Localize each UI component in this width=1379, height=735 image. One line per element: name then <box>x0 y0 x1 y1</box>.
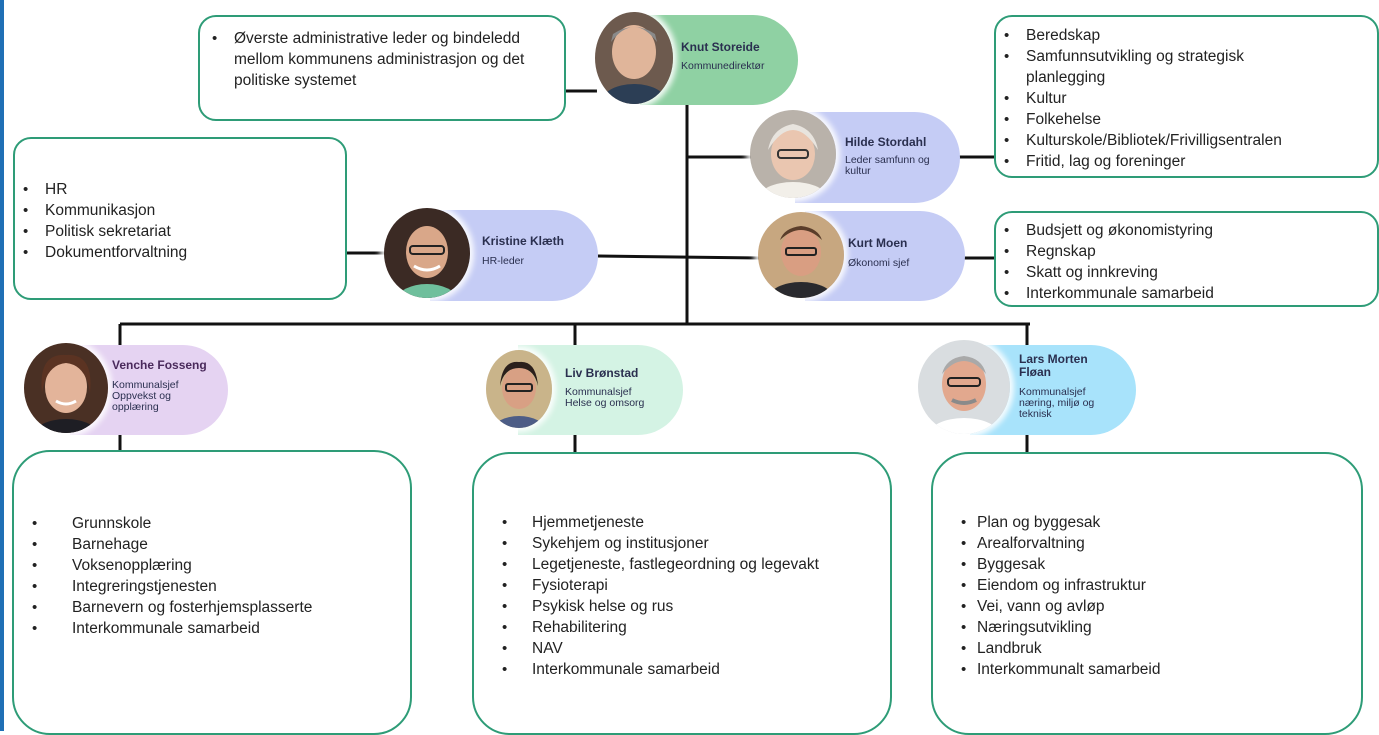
venche-role-line1: Kommunalsjef <box>112 379 179 391</box>
liv-item: Hjemmetjeneste <box>494 512 886 533</box>
hilde-item: Folkehelse <box>996 109 1373 130</box>
liv-item: Fysioterapi <box>494 575 886 596</box>
hilde-item: Fritid, lag og foreninger <box>996 151 1373 172</box>
lars-role-line1: Kommunalsjef <box>1019 386 1086 398</box>
kristine-photo <box>384 208 470 298</box>
kristine-name: Kristine Klæth <box>482 234 565 248</box>
kurt-responsibilities-box: Budsjett og økonomistyring Regnskap Skat… <box>994 211 1379 307</box>
hilde-item: Kultur <box>996 88 1373 109</box>
venche-item: Barnehage <box>24 534 406 555</box>
lars-responsibilities-box: Plan og byggesak Arealforvaltning Bygges… <box>931 452 1363 735</box>
liv-photo <box>486 350 552 428</box>
venche-responsibilities-box: Grunnskole Barnehage Voksenopplæring Int… <box>12 450 412 735</box>
director-description-box: Øverste administrative leder og bindeled… <box>198 15 566 121</box>
hilde-item: Samfunnsutvikling og strategisk planlegg… <box>996 46 1296 88</box>
kurt-item: Budsjett og økonomistyring <box>996 220 1373 241</box>
venche-role-line2: Oppvekst og <box>112 390 171 402</box>
liv-item: Rehabilitering <box>494 617 886 638</box>
kurt-item: Interkommunale samarbeid <box>996 283 1373 304</box>
hilde-photo <box>750 110 836 198</box>
lars-role-line3: teknisk <box>1019 408 1052 420</box>
hilde-role-line2: kultur <box>845 165 871 177</box>
venche-role-line3: opplæring <box>112 401 159 413</box>
kristine-item: Politisk sekretariat <box>15 221 341 242</box>
liv-role-line1: Kommunalsjef <box>565 386 632 398</box>
kurt-role: Økonomi sjef <box>848 257 910 269</box>
hilde-role-line1: Leder samfunn og <box>845 154 930 166</box>
venche-item: Grunnskole <box>24 513 406 534</box>
venche-item: Integreringstjenesten <box>24 576 406 597</box>
director-name: Knut Storeide <box>681 40 760 54</box>
hilde-item: Kulturskole/Bibliotek/Frivilligsentralen <box>996 130 1373 151</box>
hilde-item: Beredskap <box>996 25 1373 46</box>
director-description-text: Øverste administrative leder og bindeled… <box>204 28 554 91</box>
lars-name-line1: Lars Morten <box>1019 352 1088 366</box>
liv-name: Liv Brønstad <box>565 366 639 380</box>
lars-item: Interkommunalt samarbeid <box>953 659 1357 680</box>
hilde-name: Hilde Stordahl <box>845 135 927 149</box>
venche-name: Venche Fosseng <box>112 358 207 372</box>
director-role: Kommunedirektør <box>681 60 765 72</box>
venche-item: Barnevern og fosterhjemsplasserte <box>24 597 406 618</box>
liv-item: Interkommunale samarbeid <box>494 659 886 680</box>
liv-item: Psykisk helse og rus <box>494 596 886 617</box>
kurt-name: Kurt Moen <box>848 236 908 250</box>
director-photo <box>595 12 673 104</box>
lars-item: Plan og byggesak <box>953 512 1357 533</box>
kurt-photo <box>758 212 844 298</box>
kristine-responsibilities-box: HR Kommunikasjon Politisk sekretariat Do… <box>13 137 347 300</box>
venche-photo <box>24 343 108 433</box>
kristine-role: HR-leder <box>482 255 525 267</box>
kristine-item: Dokumentforvaltning <box>15 242 341 263</box>
venche-item: Interkommunale samarbeid <box>24 618 406 639</box>
kurt-item: Skatt og innkreving <box>996 262 1373 283</box>
liv-item: Sykehjem og institusjoner <box>494 533 886 554</box>
liv-role-line2: Helse og omsorg <box>565 397 645 409</box>
kristine-item: HR <box>15 179 341 200</box>
left-edge-bar <box>0 0 4 731</box>
liv-responsibilities-box: Hjemmetjeneste Sykehjem og institusjoner… <box>472 452 892 735</box>
lars-name-line2: Fløan <box>1019 365 1051 379</box>
kristine-item: Kommunikasjon <box>15 200 341 221</box>
lars-item: Eiendom og infrastruktur <box>953 575 1357 596</box>
lars-item: Landbruk <box>953 638 1357 659</box>
lars-item: Byggesak <box>953 554 1357 575</box>
liv-item: Legetjeneste, fastlegeordning og legevak… <box>494 554 886 575</box>
venche-item: Voksenopplæring <box>24 555 406 576</box>
hilde-responsibilities-box: Beredskap Samfunnsutvikling og strategis… <box>994 15 1379 178</box>
lars-item: Arealforvaltning <box>953 533 1357 554</box>
lars-item: Vei, vann og avløp <box>953 596 1357 617</box>
liv-item: NAV <box>494 638 886 659</box>
lars-item: Næringsutvikling <box>953 617 1357 638</box>
lars-role-line2: næring, miljø og <box>1019 397 1095 409</box>
kurt-item: Regnskap <box>996 241 1373 262</box>
lars-photo <box>918 340 1010 434</box>
